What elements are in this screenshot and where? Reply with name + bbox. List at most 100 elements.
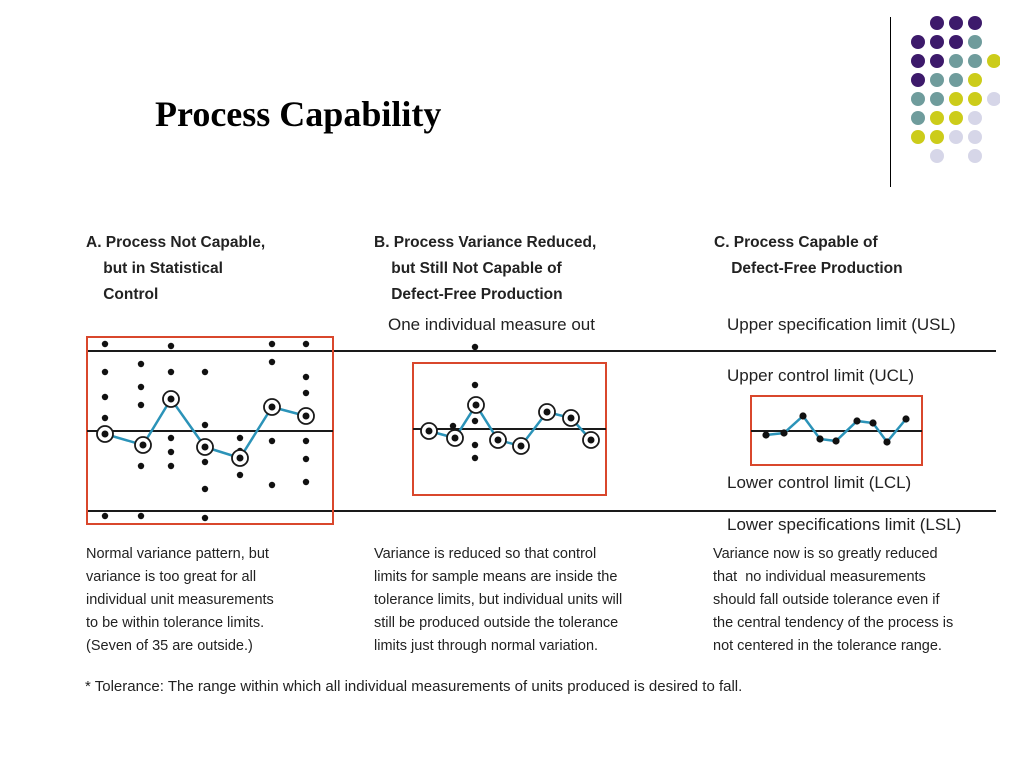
panel-a-measure-dot [268,481,276,489]
logo-dot [987,92,1000,106]
panel-a-measure-dot [302,478,310,486]
panel-a-measure-dot [101,368,109,376]
panel-a-measure-dot [201,421,209,429]
decorative-dot-grid [911,16,1000,163]
panel-c-mean-dot [869,419,877,427]
tolerance-footnote: * Tolerance: The range within which all … [85,678,743,695]
panel-b-measure-dot [471,343,479,351]
panel-b-individual-measures [449,343,479,462]
panel-a-heading: A. Process Not Capable, but in Statistic… [86,234,266,303]
logo-dot [930,16,944,30]
logo-dot [930,149,944,163]
logo-dot [911,92,925,106]
panel-b-mean-marker-center [567,414,575,422]
panel-a-measure-dot [101,512,109,520]
panel-c-mean-dot [799,412,807,420]
panel-a-measure-dot [268,340,276,348]
panel-a-measure-dot [201,485,209,493]
panel-a-mean-marker-center [101,430,109,438]
logo-dot [968,149,982,163]
panel-a-individual-measures [101,340,310,522]
panel-c-caption: Variance now is so greatly reduced that … [713,546,954,654]
logo-dot [930,73,944,87]
logo-dot [968,16,982,30]
panel-b-measure-dot [471,454,479,462]
panel-b-measure-dot [471,381,479,389]
panel-b-caption: Variance is reduced so that control limi… [374,546,623,654]
logo-dot [987,54,1000,68]
logo-dot [930,35,944,49]
panel-a-measure-dot [137,512,145,520]
panel-c-mean-dot [780,429,788,437]
panel-c-mean-dot [883,438,891,446]
panel-a-measure-dot [101,414,109,422]
panel-a-measure-dot [201,458,209,466]
panel-b-mean-marker-center [517,442,525,450]
panel-a-sample-means [96,390,315,467]
logo-dot [949,54,963,68]
logo-dot [968,92,982,106]
logo-dot [949,73,963,87]
panel-a-mean-marker-center [302,412,310,420]
panel-a-measure-dot [236,471,244,479]
logo-dot [930,92,944,106]
panel-b-measure-dot [471,441,479,449]
logo-dot [949,111,963,125]
panel-a-measure-dot [137,462,145,470]
panel-a-measure-dot [302,437,310,445]
panel-a-mean-marker-center [167,395,175,403]
logo-dot [968,54,982,68]
logo-dot [911,130,925,144]
panel-b-mean-marker-center [425,427,433,435]
panel-a-measure-dot [268,437,276,445]
usl-label: Upper specification limit (USL) [727,315,956,334]
logo-dot [949,35,963,49]
panel-a-measure-dot [268,358,276,366]
panel-a-mean-marker-center [201,443,209,451]
logo-dot [930,130,944,144]
panel-a-measure-dot [302,389,310,397]
logo-dot [930,111,944,125]
panel-a-caption: Normal variance pattern, but variance is… [86,546,274,654]
logo-dot [911,54,925,68]
panel-a-measure-dot [137,383,145,391]
logo-dot [968,130,982,144]
panel-a-measure-dot [167,368,175,376]
panel-c-mean-dot [853,417,861,425]
panel-b-measure-dot [449,422,457,430]
panel-a-mean-marker-center [268,403,276,411]
logo-dot [930,54,944,68]
panel-a-measure-dot [201,514,209,522]
panel-b-mean-marker-center [494,436,502,444]
panel-a-measure-dot [137,401,145,409]
panel-c-mean-dot [816,435,824,443]
slide-title: Process Capability [155,94,442,134]
logo-dot [949,92,963,106]
panel-b-mean-marker-center [543,408,551,416]
panel-a-measure-dot [101,393,109,401]
panel-a-measure-dot [101,340,109,348]
logo-dot [968,35,982,49]
logo-dot [911,35,925,49]
panel-a-mean-marker-center [236,454,244,462]
panel-c-mean-dot [832,437,840,445]
ucl-label: Upper control limit (UCL) [727,366,915,385]
one-measure-out-label: One individual measure out [388,315,595,334]
panel-a-measure-dot [302,455,310,463]
logo-dot [968,111,982,125]
logo-dot [949,16,963,30]
panel-a-measure-dot [167,462,175,470]
panel-a-measure-dot [167,434,175,442]
logo-dot [911,111,925,125]
logo-dot [968,73,982,87]
panel-a-measure-dot [167,448,175,456]
panel-a-measure-dot [137,360,145,368]
panel-c-sample-means [762,412,910,446]
panel-c-heading: C. Process Capable of Defect-Free Produc… [714,234,903,277]
panel-a-mean-marker-center [139,441,147,449]
panel-a-measure-dot [167,342,175,350]
panel-b-heading: B. Process Variance Reduced, but Still N… [374,234,597,303]
panel-c-mean-dot [902,415,910,423]
panel-b-mean-marker-center [472,401,480,409]
